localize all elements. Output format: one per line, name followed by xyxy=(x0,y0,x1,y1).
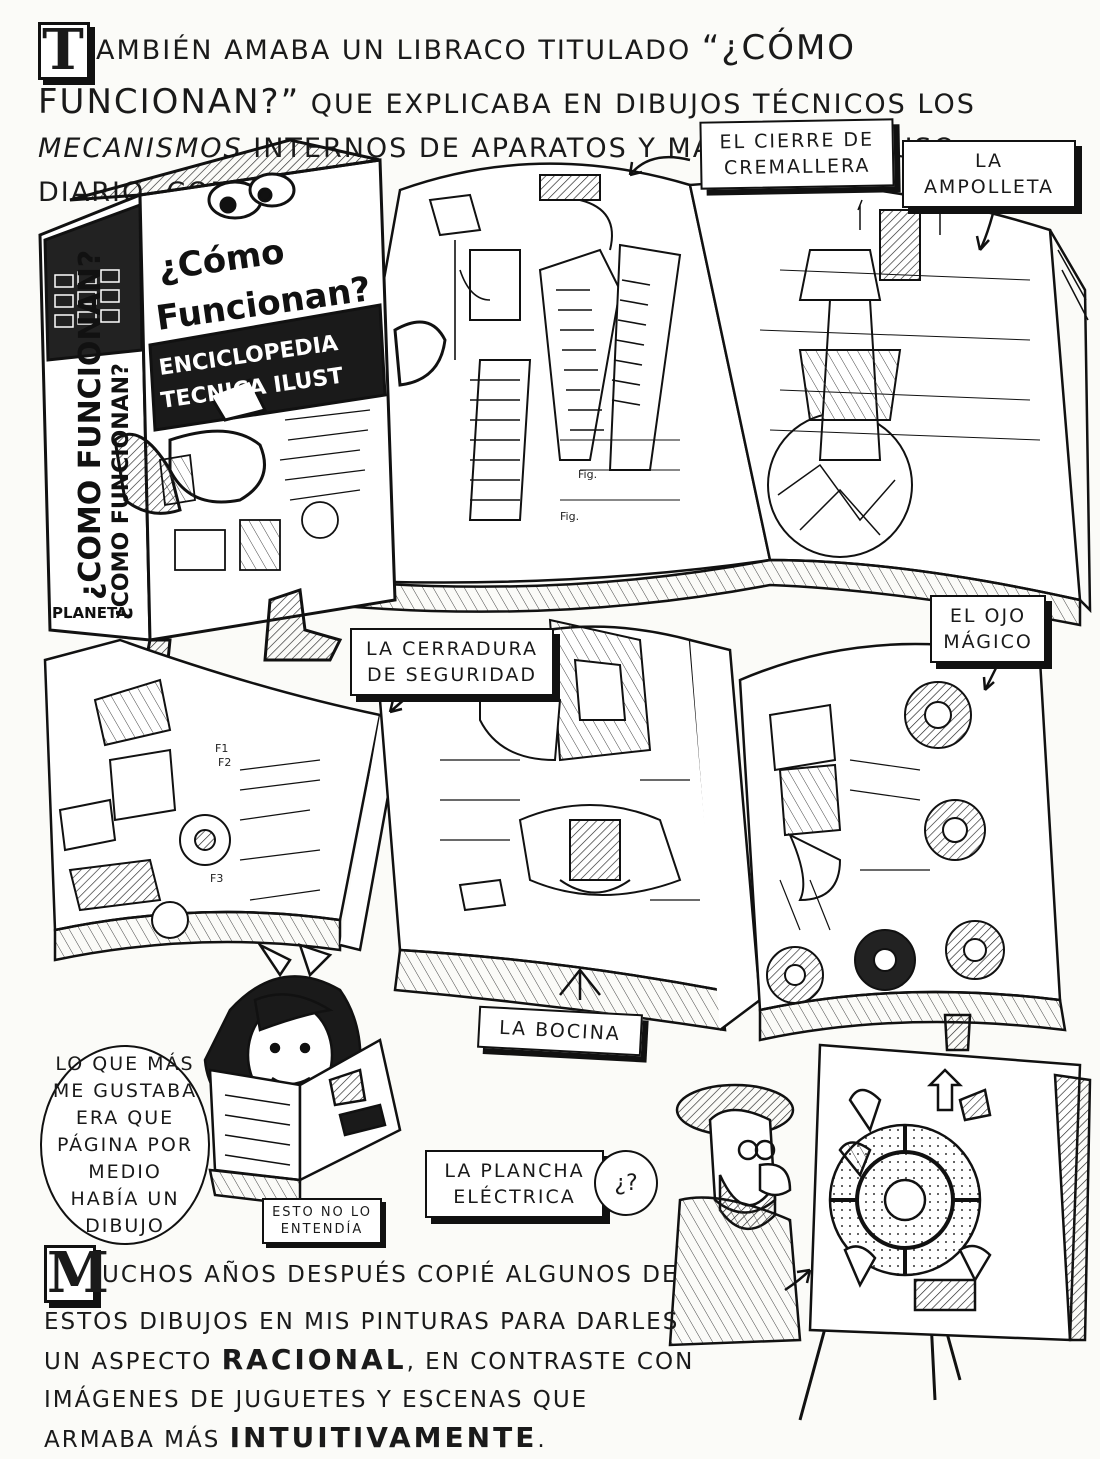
fig-mark-2: Fig. xyxy=(560,510,579,523)
spine-publisher: PLANETA xyxy=(52,604,128,622)
label-magic-eye: El ojo mágico xyxy=(930,595,1046,663)
label-lightbulb: La ampolleta xyxy=(902,140,1076,208)
open-book-right xyxy=(738,642,1067,1042)
word-racional: racional xyxy=(221,1343,407,1376)
label-arrows xyxy=(388,155,1002,1292)
label-zipper: El cierre de cremallera xyxy=(699,118,895,190)
dropcap-m: M xyxy=(44,1245,109,1303)
label-horn: La bocina xyxy=(477,1005,643,1057)
girl-note: Esto no lo entendía xyxy=(262,1198,382,1244)
book-character xyxy=(38,138,447,714)
dropcap-t: T xyxy=(38,22,90,80)
fig-mark-1: Fig. xyxy=(578,468,597,481)
cover-title-1: ¿Cómo xyxy=(156,232,287,289)
caption-text-2: que explicaba en dibujos técnicos los xyxy=(300,89,976,120)
spine-title-1: ¿COMO FUNCIONAN? xyxy=(73,250,108,600)
fig-mark-f3: F3 xyxy=(210,872,223,885)
caption-text-1: ambién amaba un libraco titulado xyxy=(96,35,702,66)
girl-speech-bubble: Lo que más me gustaba era que página por… xyxy=(40,1045,210,1245)
fig-mark-f1: F1 xyxy=(215,742,228,755)
painter-speech-bubble: ¿? xyxy=(594,1150,658,1216)
bottom-caption: Muchos años después copié algunos de est… xyxy=(44,1245,704,1459)
bottom-text-1: uchos años después copié algunos de esto… xyxy=(44,1262,680,1375)
book-title-text: “¿Cómo funcionan?” xyxy=(38,28,857,122)
word-intuitivamente: intuitivamente xyxy=(229,1421,538,1454)
open-book-left xyxy=(43,638,402,962)
label-lock: La cerradura de seguridad xyxy=(350,628,554,696)
comic-page: También amaba un libraco titulado “¿Cómo… xyxy=(38,22,1092,1454)
label-iron: La plancha eléctrica xyxy=(425,1150,604,1218)
caption-emphasis: mecanismos xyxy=(38,133,243,164)
cover-subtitle-2: TECNICA ILUST xyxy=(159,364,344,414)
easel-painting xyxy=(798,1013,1092,1421)
fig-mark-f2: F2 xyxy=(218,756,231,769)
girl-reading xyxy=(203,941,402,1207)
cover-title-2: Funcionan? xyxy=(154,269,374,339)
open-book-top xyxy=(328,162,1092,627)
cover-subtitle-1: ENCICLOPEDIA xyxy=(157,331,339,381)
spine-title-2: ¿COMO FUNCIONAN? xyxy=(109,363,134,620)
bottom-text-3: . xyxy=(537,1427,547,1453)
